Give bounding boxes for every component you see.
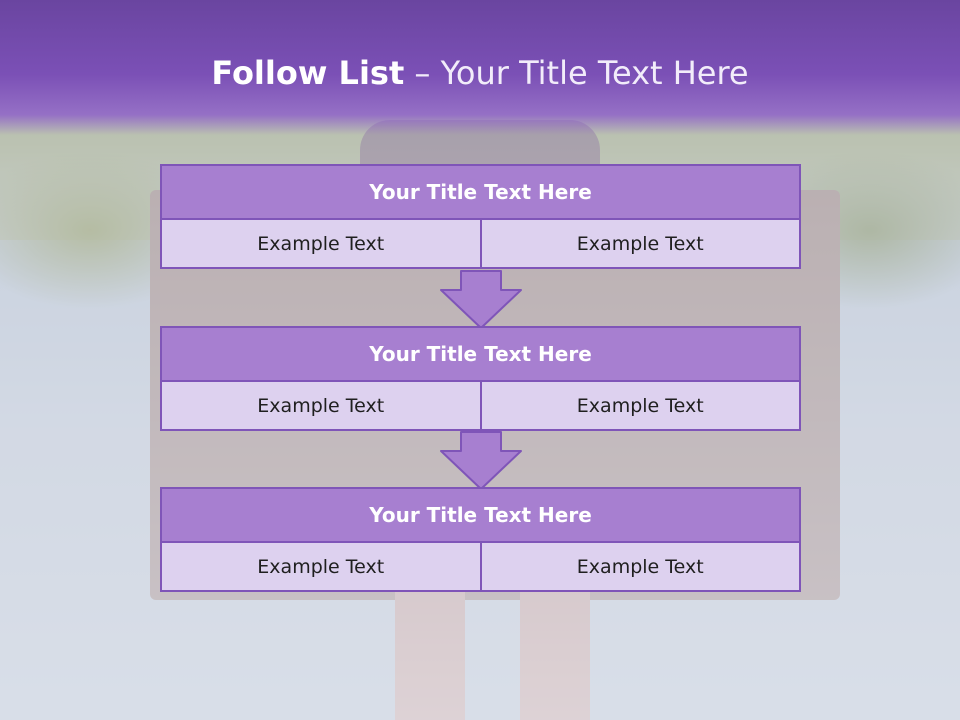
- list-block-1: Your Title Text Here Example Text Exampl…: [160, 164, 801, 269]
- block-cell-right: Example Text: [479, 220, 799, 267]
- block-title: Your Title Text Here: [160, 487, 801, 543]
- list-block-3: Your Title Text Here Example Text Exampl…: [160, 487, 801, 592]
- page-title: Follow List – Your Title Text Here: [0, 54, 960, 92]
- list-block-2: Your Title Text Here Example Text Exampl…: [160, 326, 801, 431]
- down-arrow-icon: [440, 270, 522, 329]
- title-bold: Follow List: [211, 54, 405, 92]
- block-title: Your Title Text Here: [160, 164, 801, 220]
- block-cell-right: Example Text: [479, 382, 799, 429]
- block-row: Example Text Example Text: [160, 543, 801, 592]
- block-cell-right: Example Text: [479, 543, 799, 590]
- header-band: [0, 0, 960, 135]
- block-cell-left: Example Text: [162, 382, 480, 429]
- title-rest: – Your Title Text Here: [414, 54, 749, 92]
- block-row: Example Text Example Text: [160, 220, 801, 269]
- block-row: Example Text Example Text: [160, 382, 801, 431]
- block-cell-left: Example Text: [162, 543, 480, 590]
- block-title: Your Title Text Here: [160, 326, 801, 382]
- down-arrow-icon: [440, 431, 522, 490]
- block-cell-left: Example Text: [162, 220, 480, 267]
